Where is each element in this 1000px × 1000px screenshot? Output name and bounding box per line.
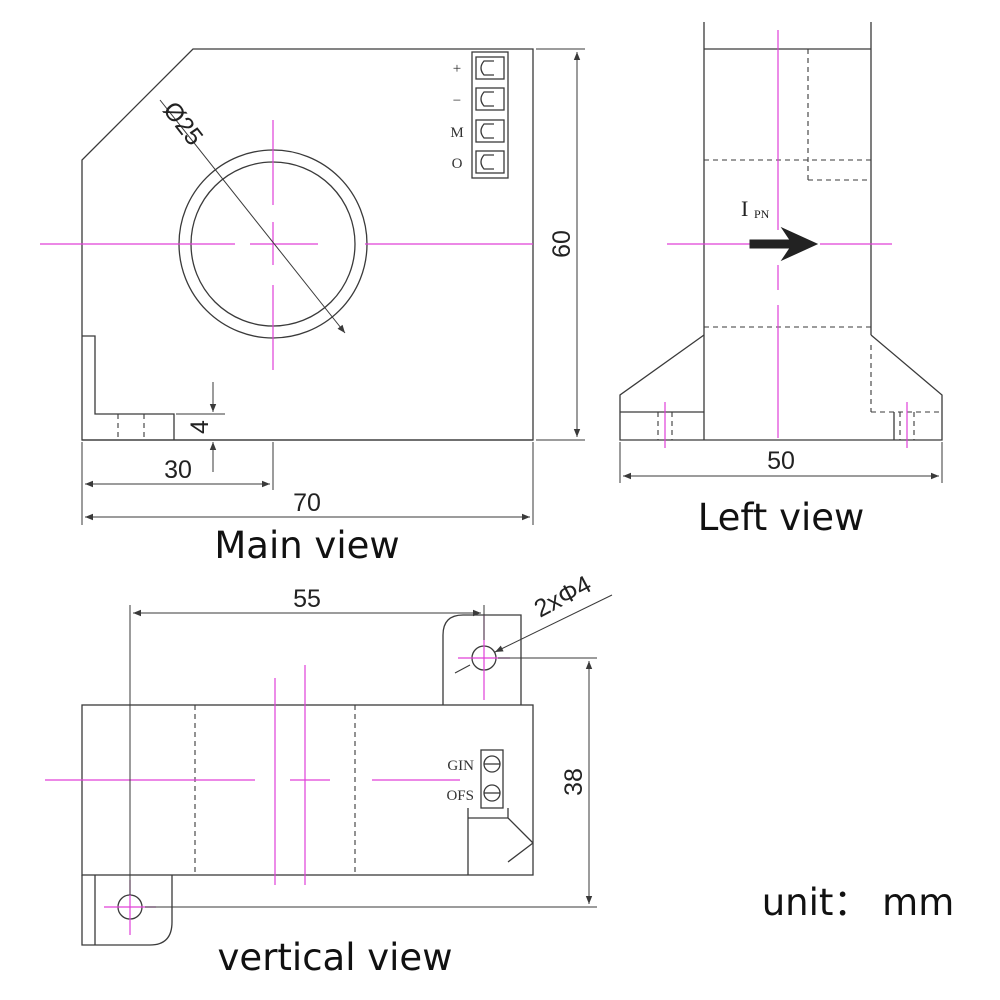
width-dimension-label: 70: [293, 489, 321, 517]
hole-callout-label: 2xΦ4: [530, 570, 596, 623]
unit-label: unit： mm: [762, 881, 955, 924]
pot-block: [467, 749, 534, 875]
vertical-view-body: [81, 704, 534, 876]
terminal-screw-icon: [475, 150, 505, 174]
foot-height-label: 4: [186, 420, 214, 434]
gin-label: GIN: [447, 758, 474, 774]
top-mounting-lug: [442, 614, 522, 705]
ofs-label: OFS: [446, 788, 474, 804]
terminal-label-m: M: [450, 125, 463, 141]
depth-dimension-label: 38: [560, 768, 588, 796]
main-view-title: Main view: [214, 524, 399, 567]
terminal-screw-icon: [475, 87, 505, 111]
terminal-label-minus: −: [453, 93, 461, 109]
mounting-foot: [82, 335, 175, 440]
current-direction-arrow-icon: [749, 226, 819, 262]
terminal-label-plus: +: [453, 61, 461, 77]
left-view-flange: [619, 334, 943, 441]
bore-diameter-label: Ø25: [157, 96, 208, 150]
vertical-view: GIN OFS 55 38 2xΦ4 vertical view: [45, 570, 613, 979]
main-view-centerlines: [40, 120, 533, 370]
left-view-title: Left view: [698, 496, 865, 539]
left-view: I PN 50 Left view: [619, 22, 943, 539]
hole-pitch-dimension-label: 55: [293, 585, 321, 613]
current-label: I: [741, 196, 748, 221]
terminal-screw-icon: [475, 56, 505, 80]
hole-callout-leader: [494, 594, 613, 653]
main-view: + − M O Ø25 60 4 30 70: [40, 48, 585, 567]
height-dimension-label: 60: [548, 230, 576, 258]
terminal-label-o: O: [452, 156, 463, 172]
current-subscript: PN: [754, 207, 770, 221]
terminal-block: [471, 51, 509, 179]
left-width-dimension-label: 50: [767, 447, 795, 475]
offset-dimension-label: 30: [164, 456, 192, 484]
bottom-mounting-lug: [81, 875, 173, 946]
bore-diameter-leader: [159, 99, 346, 334]
vertical-view-title: vertical view: [218, 936, 453, 979]
left-view-centerlines: [664, 30, 908, 448]
vertical-view-centerlines: [45, 615, 510, 935]
terminal-screw-icon: [475, 119, 505, 143]
